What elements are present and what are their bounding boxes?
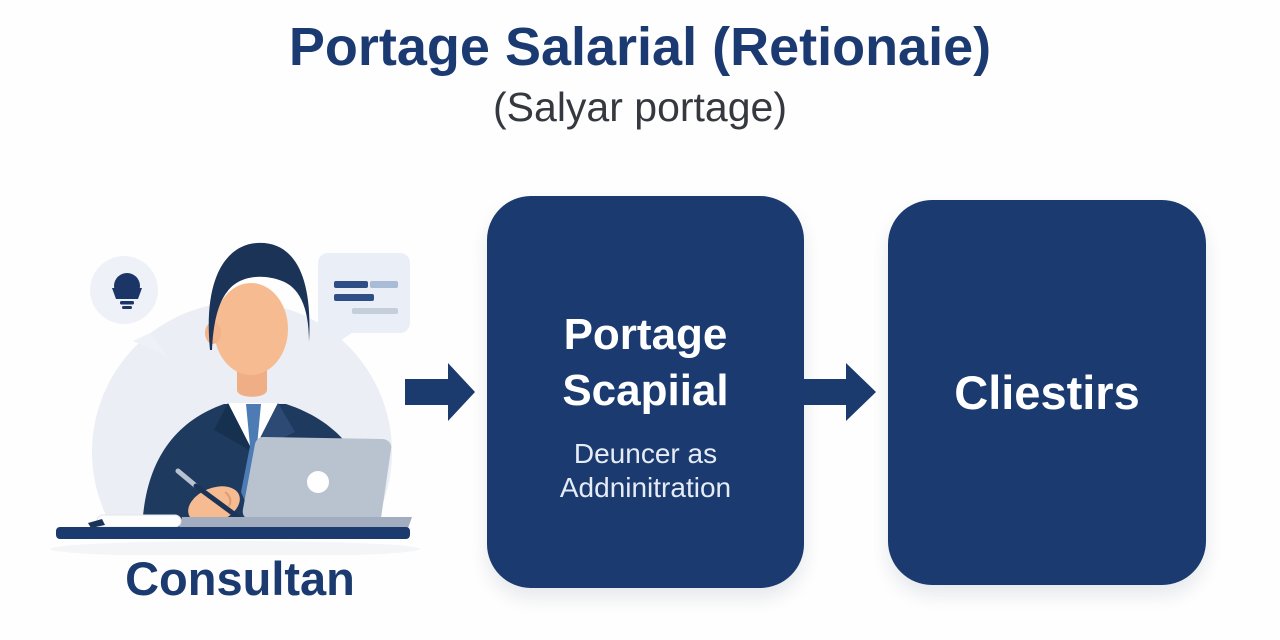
pen-icon xyxy=(175,468,241,520)
company-box-subtitle-line1: Deuncer as xyxy=(573,438,718,470)
company-box-subtitle-line2: Addninitration xyxy=(559,472,732,504)
clients-box: Cliestirs xyxy=(888,200,1206,585)
page-title: Portage Salarial (Retionaie) xyxy=(288,17,992,77)
arrow-right-icon xyxy=(804,363,876,421)
face xyxy=(214,283,288,375)
desk-icon xyxy=(56,527,410,539)
consultant-label: Consultan xyxy=(125,552,355,605)
notebook xyxy=(88,514,182,528)
page-subtitle: (Salyar portage) xyxy=(493,84,787,130)
lightbulb-bubble-icon xyxy=(90,256,168,357)
chat-bubble-icon xyxy=(318,253,410,355)
clients-box-label: Cliestirs xyxy=(954,366,1140,419)
hair xyxy=(208,242,310,350)
company-box: Portage Scapiial Deuncer as Addninitrati… xyxy=(487,196,804,588)
hand xyxy=(188,486,240,524)
laptop-logo xyxy=(307,471,329,493)
company-box-title-line2: Scapiial xyxy=(562,365,729,415)
company-box-title-line1: Portage xyxy=(563,309,728,359)
arrow-right-icon xyxy=(405,363,475,421)
neck xyxy=(237,370,267,397)
consultant-illustration xyxy=(50,242,420,555)
